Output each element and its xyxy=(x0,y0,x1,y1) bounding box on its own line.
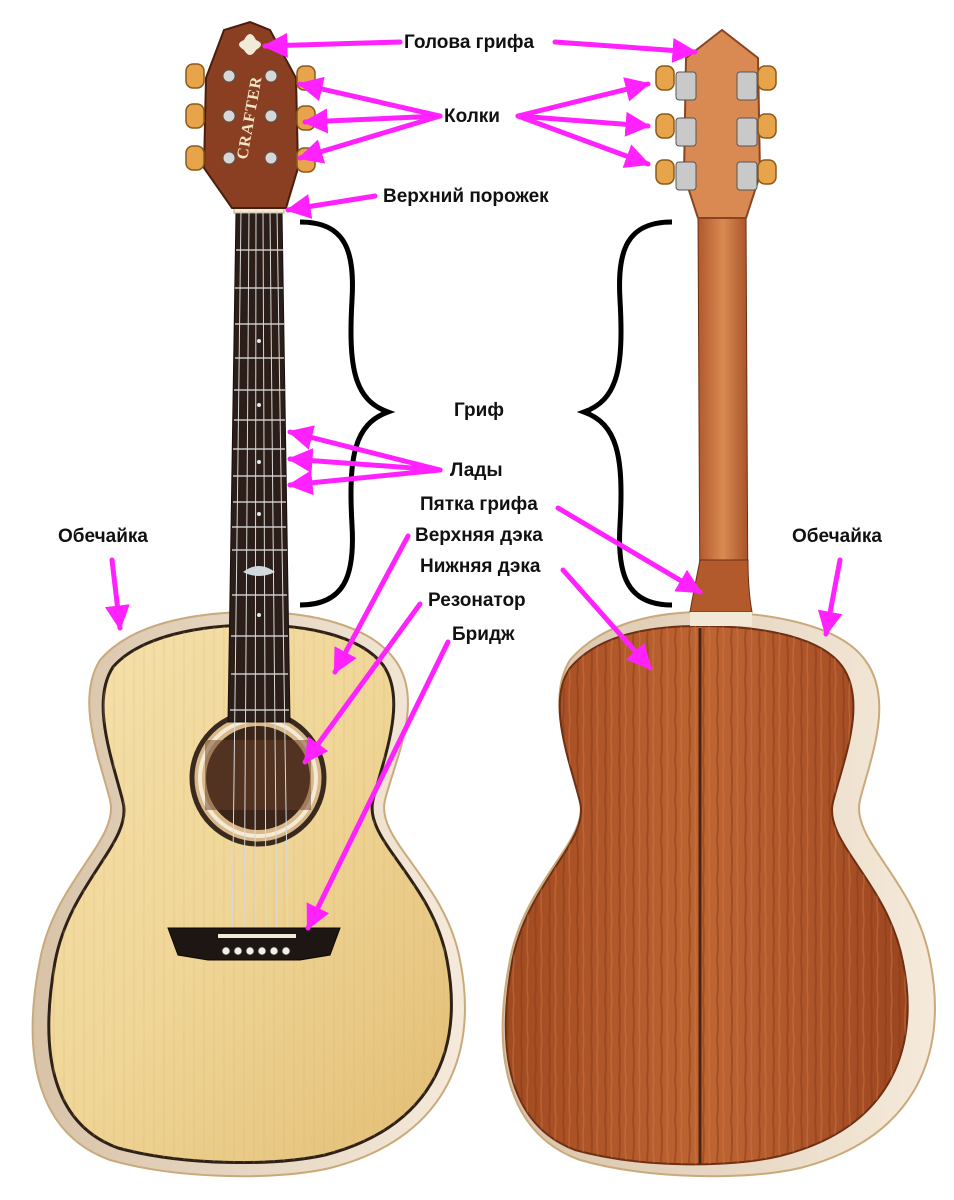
soundhole-interior xyxy=(205,740,311,810)
label-bridge: Бридж xyxy=(452,624,514,646)
label-frets: Лады xyxy=(450,460,503,482)
neck-heel xyxy=(690,560,752,612)
label-neck: Гриф xyxy=(454,400,504,422)
label-soundhole: Резонатор xyxy=(428,590,526,612)
saddle xyxy=(218,934,296,938)
label-headstock: Голова грифа xyxy=(404,32,534,54)
label-nut: Верхний порожек xyxy=(383,186,549,208)
guitar-back xyxy=(503,30,935,1176)
label-sides-right: Обечайка xyxy=(792,526,882,548)
label-top: Верхняя дэка xyxy=(415,525,543,547)
curly-brace-icon xyxy=(300,222,388,605)
back-grain xyxy=(506,626,908,1164)
label-sides-left: Обечайка xyxy=(58,526,148,548)
bridge xyxy=(168,928,340,960)
label-back: Нижняя дэка xyxy=(420,556,540,578)
heel-cap xyxy=(690,612,752,626)
label-tuners: Колки xyxy=(444,106,500,128)
back-neck xyxy=(698,215,748,620)
label-heel: Пятка грифа xyxy=(420,494,538,516)
